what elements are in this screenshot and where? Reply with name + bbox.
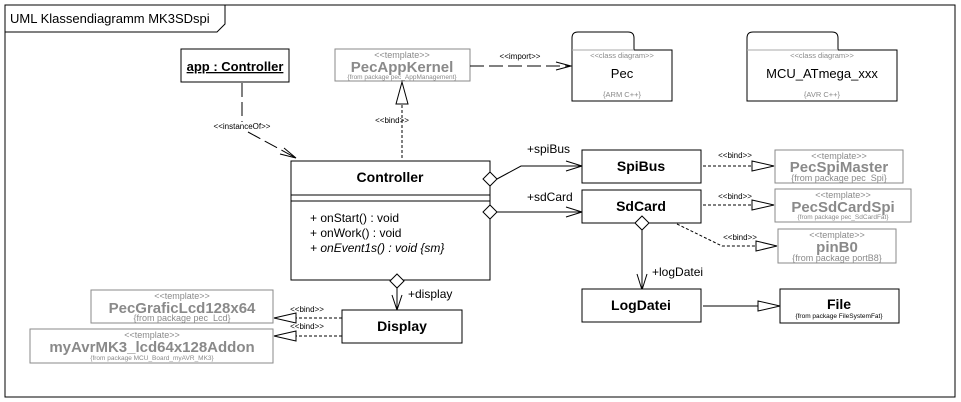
template-name: myAvrMK3_lcd64x128Addon: [49, 339, 254, 356]
package-note: {ARM C++}: [603, 90, 641, 99]
import-label: <<import>>: [500, 52, 541, 61]
class-spibus[interactable]: SpiBus: [581, 149, 702, 184]
bind-display-pecgraficlcd: <<bind>>: [273, 305, 342, 324]
template-package: {from package pec_Spi}: [791, 173, 887, 183]
role-display: +display: [408, 287, 452, 301]
role-sdcard: +sdCard: [527, 190, 573, 204]
package-note: {AVR C++}: [804, 90, 841, 99]
instanceof-label: <<instanceOf>>: [214, 122, 271, 131]
class-name: Display: [377, 318, 427, 334]
frame-title-tab: [5, 5, 226, 33]
class-package: {from package FileSystemFat}: [795, 313, 883, 320]
operation-onstart: + onStart() : void: [310, 211, 399, 225]
template-pecspimaster[interactable]: <<template>> PecSpiMaster {from package …: [774, 149, 904, 184]
package-mcu-atmega[interactable]: <<class diagram>> MCU_ATmega_xxx {AVR C+…: [746, 31, 898, 102]
bind-label: <<bind>>: [723, 233, 757, 242]
template-package: {from package pec_SdCardFat}: [797, 214, 889, 221]
class-name: LogDatei: [611, 297, 671, 313]
template-name: PecSdCardSpi: [791, 199, 894, 216]
template-stereotype: <<template>>: [154, 291, 210, 301]
template-package: {from package portB8}: [792, 253, 882, 263]
class-file[interactable]: File {from package FileSystemFat}: [779, 288, 900, 324]
role-logdatei: +logDatei: [652, 265, 703, 279]
package-stereotype: <<class diagram>>: [790, 51, 854, 60]
template-pinb0[interactable]: <<template>> pinB0 {from package portB8}: [777, 228, 897, 264]
bind-display-myavrlcd: <<bind>>: [273, 322, 342, 342]
template-stereotype: <<template>>: [811, 151, 867, 161]
template-myavrlcd[interactable]: <<template>> myAvrMK3_lcd64x128Addon {fr…: [29, 328, 274, 364]
template-package: {from package pec_AppManagement}: [347, 74, 457, 81]
template-name: pinB0: [816, 239, 858, 256]
diagram-title: UML Klassendiagramm MK3SDspi: [10, 11, 210, 26]
template-stereotype: <<template>>: [124, 330, 180, 340]
class-logdatei[interactable]: LogDatei: [581, 288, 702, 323]
bind-controller-pecappkernel: <<bind>>: [375, 80, 409, 158]
bind-label: <<bind>>: [718, 192, 752, 201]
class-controller[interactable]: Controller + onStart() : void + onWork()…: [290, 160, 491, 281]
object-app-controller[interactable]: app : Controller: [180, 48, 290, 83]
template-pecsdcardspi[interactable]: <<template>> PecSdCardSpi {from package …: [774, 188, 912, 223]
bind-spibus-pecspimaster: <<bind>>: [703, 151, 775, 172]
template-stereotype: <<template>>: [809, 230, 865, 240]
template-pecappkernel[interactable]: <<template>> PecAppKernel {from package …: [334, 48, 471, 82]
generalization-logdatei-file: [703, 300, 781, 312]
bind-label: <<bind>>: [718, 151, 752, 160]
association-logdatei: +logDatei: [634, 215, 703, 292]
class-name: File: [827, 296, 851, 312]
class-name: Controller: [357, 169, 424, 185]
bind-sdcard-pinb0: <<bind>>: [676, 223, 778, 252]
template-name: PecAppKernel: [351, 59, 454, 76]
package-pec[interactable]: <<class diagram>> Pec {ARM C++}: [571, 31, 673, 102]
association-spibus: +spiBus: [482, 142, 584, 187]
template-pecgraficlcd[interactable]: <<template>> PecGraficLcd128x64 {from pa…: [90, 289, 274, 324]
bind-label: <<bind>>: [290, 322, 324, 331]
package-name: MCU_ATmega_xxx: [766, 66, 878, 81]
instanceof-dependency: <<instanceOf>>: [214, 83, 297, 159]
class-sdcard[interactable]: SdCard: [581, 189, 702, 224]
template-name: PecGraficLcd128x64: [109, 300, 256, 317]
package-stereotype: <<class diagram>>: [590, 51, 654, 60]
class-name: SpiBus: [617, 158, 665, 174]
bind-label: <<bind>>: [290, 305, 324, 314]
association-display: +display: [389, 273, 452, 312]
template-package: {from package pec_Lcd}: [133, 313, 230, 323]
object-name: app : Controller: [187, 59, 284, 74]
import-dependency: <<import>>: [470, 52, 573, 71]
association-sdcard: +sdCard: [482, 190, 584, 220]
package-name: Pec: [611, 66, 634, 81]
bind-sdcard-pecsdcardspi: <<bind>>: [703, 192, 775, 211]
operation-onwork: + onWork() : void: [310, 226, 401, 240]
operation-onevent1s: + onEvent1s() : void {sm}: [310, 241, 444, 255]
template-package: {from package MCU_Board_myAVR_MK3}: [90, 355, 214, 362]
class-display[interactable]: Display: [341, 309, 463, 344]
role-spibus: +spiBus: [527, 142, 570, 156]
template-stereotype: <<template>>: [815, 190, 871, 200]
bind-label: <<bind>>: [375, 116, 409, 125]
template-stereotype: <<template>>: [374, 50, 430, 60]
template-name: PecSpiMaster: [790, 159, 889, 176]
class-name: SdCard: [616, 198, 666, 214]
